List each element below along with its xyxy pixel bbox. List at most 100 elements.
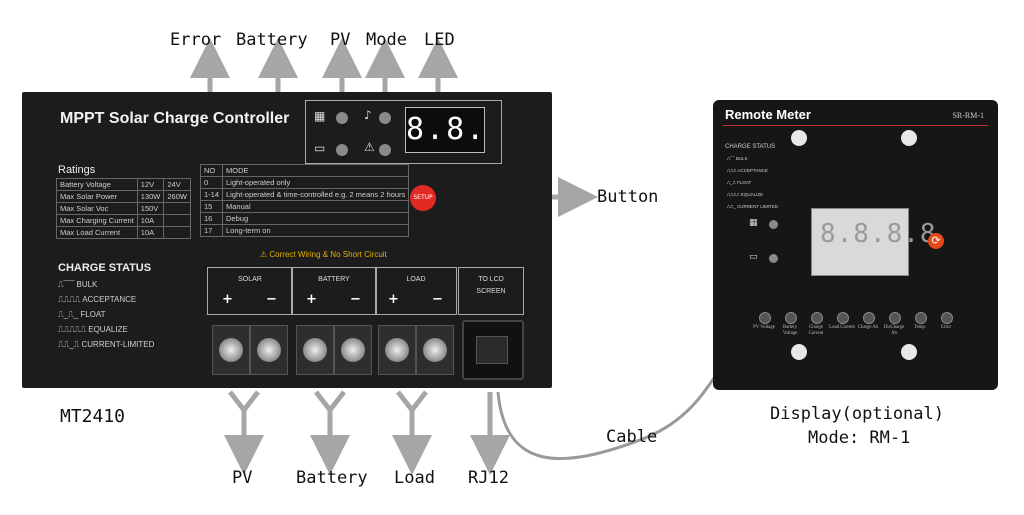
label-discharge-ah: DisCharge Ah <box>883 325 905 336</box>
minus-icon: − <box>350 292 361 307</box>
pv-terminal-callout: PV <box>232 468 253 488</box>
battery-terminal-arrow <box>316 390 344 455</box>
mount-hole <box>791 130 807 146</box>
load-negative-screw[interactable] <box>416 325 454 375</box>
mode-icon: ♪ <box>364 108 372 122</box>
led-pv-voltage <box>759 312 771 324</box>
remote-status-current-limited: ⎍⎍_ CURRENT LIMITED <box>727 204 778 209</box>
mount-hole <box>791 344 807 360</box>
load-terminal-block: LOAD + − <box>375 267 457 315</box>
minus-icon: − <box>432 292 443 307</box>
solar-terminal-block: SOLAR + − <box>207 267 293 315</box>
lcd-port-label-box: TO LCD SCREEN <box>458 267 524 315</box>
lcd-port-label-1: TO LCD <box>478 276 504 283</box>
load-terminal-arrow <box>398 390 426 455</box>
label-load-current: Load Current <box>829 325 855 330</box>
mode-indicator <box>379 112 391 124</box>
display-mode-callout: Mode: RM-1 <box>808 428 911 448</box>
remote-solar-icon: ▦ <box>749 218 758 228</box>
status-bulk: ⎍‾‾‾‾ BULK <box>58 280 98 289</box>
solar-panel-icon: ▦ <box>314 109 326 123</box>
battery-icon: ▭ <box>314 141 326 155</box>
battery-label: BATTERY <box>318 276 350 283</box>
remote-status-float: ⎍_⎍ FLOAT <box>727 180 752 185</box>
setup-button[interactable]: SETUP <box>410 185 436 211</box>
lcd-port-label-2: SCREEN <box>476 288 506 295</box>
load-positive-screw[interactable] <box>378 325 416 375</box>
pv-indicator <box>336 112 348 124</box>
mount-hole <box>901 344 917 360</box>
pv-positive-screw[interactable] <box>212 325 250 375</box>
warning-icon: ⚠ <box>364 140 375 154</box>
label-error: Error <box>940 325 952 330</box>
plus-icon: + <box>306 292 317 307</box>
led-discharge-ah <box>889 312 901 324</box>
remote-title: Remote Meter <box>725 107 811 122</box>
remote-battery-indicator <box>769 254 778 263</box>
remote-status-acceptance: ⎍⎍⎍ ACCEPTANCE <box>727 168 768 173</box>
load-terminal-callout: Load <box>394 468 435 488</box>
led-display: 8.8. <box>405 107 485 153</box>
remote-lcd: 8.8.8.8 <box>811 208 936 276</box>
charge-status-title: CHARGE STATUS <box>58 262 152 274</box>
remote-battery-icon: ▭ <box>749 252 758 262</box>
led-error <box>941 312 953 324</box>
load-label: LOAD <box>406 276 426 283</box>
error-callout: Error <box>170 30 222 50</box>
minus-icon: − <box>266 292 277 307</box>
remote-code: SR-RM-1 <box>952 111 984 120</box>
remote-meter: Remote Meter SR-RM-1 CHARGE STATUS ⎍‾‾‾ … <box>713 100 998 390</box>
mode-callout: Mode <box>366 30 407 50</box>
pv-callout: PV <box>330 30 351 50</box>
display-callout: Display(optional) <box>770 404 944 424</box>
button-callout: Button <box>597 187 659 207</box>
rj12-callout: RJ12 <box>468 468 509 488</box>
remote-button-icon[interactable]: ⟳ <box>928 233 944 249</box>
cable-line <box>496 360 729 461</box>
indicator-panel <box>305 100 502 164</box>
rj12-port[interactable] <box>462 320 524 380</box>
label-charge-current: Charge Current <box>808 325 824 336</box>
battery-terminal-callout: Battery <box>296 468 368 488</box>
solar-label: SOLAR <box>238 276 262 283</box>
remote-lcd-digits: 8.8.8.8 <box>820 219 937 249</box>
label-charge-ah: Charge Ah <box>857 325 879 330</box>
remote-divider <box>723 125 988 126</box>
pv-terminal-arrow <box>230 390 258 455</box>
model-label: MT2410 <box>60 406 126 427</box>
status-equalize: ⎍⎍⎍⎍⎍ EQUALIZE <box>58 325 128 334</box>
status-float: ⎍_⎍_ FLOAT <box>58 310 106 319</box>
label-temp: Temp. <box>913 325 927 330</box>
led-callout: LED <box>424 30 455 50</box>
led-temp <box>915 312 927 324</box>
cable-callout: Cable <box>606 427 658 447</box>
battery-callout: Battery <box>236 30 308 50</box>
controller-title: MPPT Solar Charge Controller <box>60 110 290 127</box>
remote-status-bulk: ⎍‾‾‾ BULK <box>727 156 748 161</box>
label-battery-voltage: Battery Voltage <box>782 325 798 336</box>
label-pv-voltage: PV Voltage <box>753 325 775 330</box>
battery-negative-screw[interactable] <box>334 325 372 375</box>
ratings-title: Ratings <box>58 164 96 176</box>
remote-charge-status-title: CHARGE STATUS <box>725 144 776 150</box>
battery-indicator <box>336 144 348 156</box>
mount-hole <box>901 130 917 146</box>
error-indicator <box>379 144 391 156</box>
battery-terminal-block: BATTERY + − <box>291 267 377 315</box>
wiring-warning: ⚠ Correct Wiring & No Short Circuit <box>260 250 387 259</box>
led-battery-voltage <box>785 312 797 324</box>
remote-status-equalize: ⎍⎍⎍⎍ EQUALIZE <box>727 192 764 197</box>
led-load-current <box>837 312 849 324</box>
pv-negative-screw[interactable] <box>250 325 288 375</box>
remote-pv-indicator <box>769 220 778 229</box>
status-current-limited: ⎍⎍_⎍ CURRENT-LIMITED <box>58 340 155 349</box>
status-acceptance: ⎍⎍⎍⎍ ACCEPTANCE <box>58 295 137 304</box>
led-charge-ah <box>863 312 875 324</box>
plus-icon: + <box>388 292 399 307</box>
battery-positive-screw[interactable] <box>296 325 334 375</box>
charge-controller: MPPT Solar Charge Controller ▦ ♪ ▭ ⚠ 8.8… <box>22 92 552 388</box>
led-charge-current <box>811 312 823 324</box>
plus-icon: + <box>222 292 233 307</box>
